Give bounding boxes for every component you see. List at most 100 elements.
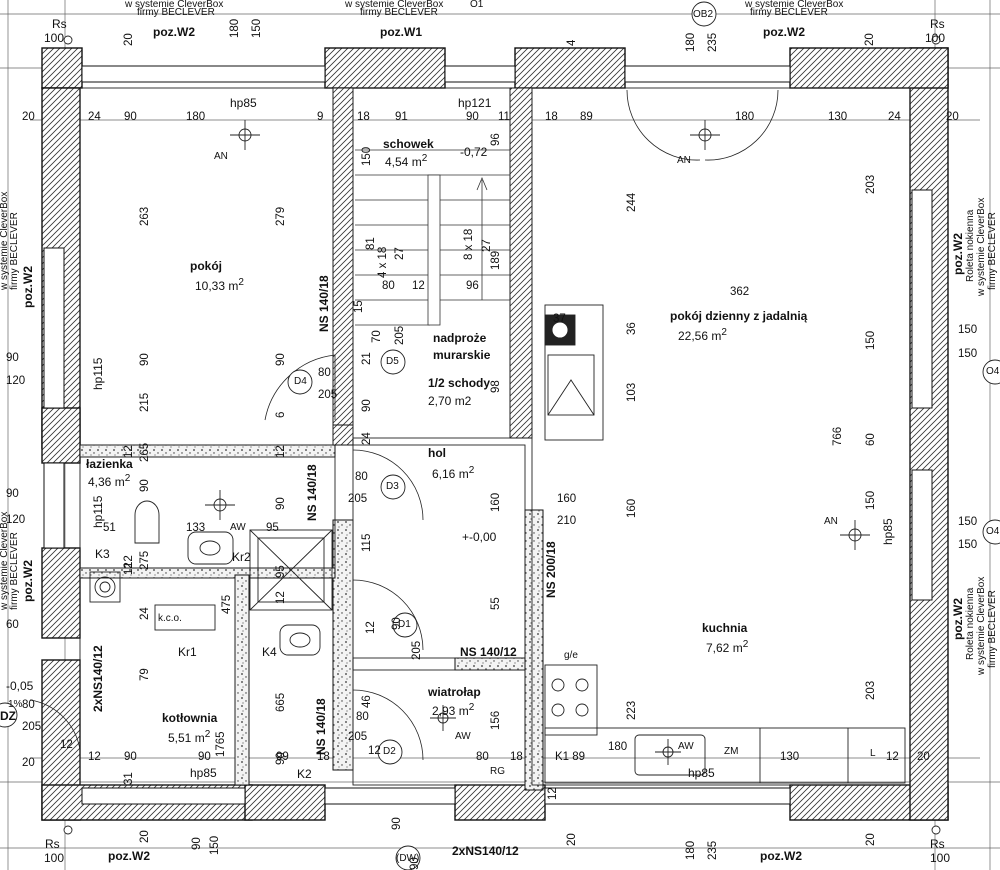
room-area-lazienka: 4,36 m2 xyxy=(88,473,131,489)
dimension: 20 xyxy=(566,833,578,846)
room-area-schody: 2,70 m2 xyxy=(428,394,472,408)
room-area-wiatrolap: 2,93 m2 xyxy=(432,702,475,718)
dimension: 150 xyxy=(865,330,877,350)
dimension: 89 xyxy=(580,111,593,123)
rs-value: 100 xyxy=(44,851,65,865)
dimension: 36 xyxy=(626,322,638,335)
dimension: 80 xyxy=(476,751,489,763)
lintel-label: nadproże xyxy=(433,331,487,345)
rs-marker: Rs xyxy=(45,837,60,851)
header-text: firmy BECLEVER xyxy=(137,7,215,18)
dimension: 12 xyxy=(365,621,377,634)
rs-value: 100 xyxy=(925,31,946,45)
dimension: 80 xyxy=(356,711,369,723)
dimension: 160 xyxy=(557,493,577,505)
rs-marker: Rs xyxy=(930,17,945,31)
dimension: 90 xyxy=(466,111,479,123)
side-text: firmy BECLEVER xyxy=(987,590,998,668)
room-name-schowek: schowek xyxy=(383,137,434,151)
room-area-kuchnia: 7,62 m2 xyxy=(706,639,749,655)
dimension: 130 xyxy=(828,111,848,123)
dimension: 150 xyxy=(958,324,978,336)
light-points xyxy=(205,120,870,765)
rg-label: RG xyxy=(490,766,505,777)
dimension: 130 xyxy=(780,751,800,763)
dimension: 90 xyxy=(139,353,151,366)
window-label: poz.W2 xyxy=(21,266,35,308)
dimension: 90 xyxy=(409,857,421,870)
inner-walls xyxy=(79,87,544,791)
dimension: 60 xyxy=(865,433,877,446)
stairs xyxy=(355,149,510,326)
dimension: 160 xyxy=(490,492,502,512)
dimension: 90 xyxy=(139,479,151,492)
dz-marker: DZ xyxy=(0,709,16,723)
room-area-kotlownia: 5,51 m2 xyxy=(168,729,211,745)
dimension: 12 xyxy=(368,745,381,757)
dimension: 223 xyxy=(626,700,638,720)
dimension: 120 xyxy=(6,375,26,387)
dimension: 766 xyxy=(832,426,844,446)
header-text: firmy BECLEVER xyxy=(360,7,438,18)
dimension: 205 xyxy=(348,731,368,743)
dimension: 180 xyxy=(229,18,241,38)
dimension: 203 xyxy=(865,174,877,194)
dimension: 80 xyxy=(355,471,368,483)
sill-height: hp85 xyxy=(230,96,257,110)
dimension: 18 xyxy=(357,111,370,123)
window-label: poz.W2 xyxy=(108,849,150,863)
header-text: w systemie CleverBox xyxy=(345,0,444,10)
drain-label: Kr2 xyxy=(232,550,251,564)
dimension: 12 xyxy=(886,751,899,763)
dimension: 15 xyxy=(353,300,365,313)
window-label: poz.W1 xyxy=(380,25,422,39)
dimension: 90 xyxy=(198,751,211,763)
dimension: 91 xyxy=(395,111,408,123)
room-lines xyxy=(79,87,911,786)
rs-value: 100 xyxy=(44,31,65,45)
dimension: 1765 xyxy=(215,731,227,757)
sill-height: hp85 xyxy=(881,518,895,545)
dimension: 20 xyxy=(946,111,959,123)
dimension: 12 xyxy=(275,591,287,604)
dimension: 55 xyxy=(490,597,502,610)
sill-height: hp121 xyxy=(458,96,492,110)
lintel-label: murarskie xyxy=(433,348,491,362)
door-label: D4 xyxy=(294,376,307,387)
dimension: 90 xyxy=(391,617,403,630)
dimension: 12 xyxy=(88,751,101,763)
dimension: 24 xyxy=(139,607,151,620)
dimension: 8 x 18 xyxy=(463,228,475,260)
o4-marker: O4 xyxy=(986,366,1000,377)
dimension: 205 xyxy=(348,493,368,505)
dimension: 24 xyxy=(888,111,901,123)
window-label: poz.W2 xyxy=(21,560,35,602)
dimension: 90 xyxy=(124,111,137,123)
rs-marker: Rs xyxy=(52,17,67,31)
room-name-pokoj-dzienny: pokój dzienny z jadalnią xyxy=(670,309,808,323)
room-name-kuchnia: kuchnia xyxy=(702,621,748,635)
dimension: 235 xyxy=(707,32,719,52)
wall-label: NS 140/12 xyxy=(460,645,517,659)
dimension: 81 xyxy=(365,237,377,250)
sill-height: hp115 xyxy=(91,357,105,390)
dimension: 12 xyxy=(123,445,135,458)
zm-label: ZM xyxy=(724,746,739,757)
dimension: 265 xyxy=(139,442,151,462)
dimension: 20 xyxy=(864,33,876,46)
dimension: 9 xyxy=(317,111,324,123)
drain-label: Kr1 xyxy=(178,645,197,659)
k-label: K3 xyxy=(95,547,110,561)
dimension: 150 xyxy=(958,516,978,528)
dimension: 80 xyxy=(22,699,35,711)
room-name-kotlownia: kotłownia xyxy=(162,711,218,725)
dimension: 99 xyxy=(276,751,289,763)
dimension: 95 xyxy=(266,522,279,534)
outer-walls xyxy=(41,47,949,821)
side-text: firmy BECLEVER xyxy=(987,212,998,290)
dimension: 79 xyxy=(139,668,151,681)
room-name-pokoj: pokój xyxy=(190,259,222,273)
dimension: 51 xyxy=(103,522,116,534)
dimension: 205 xyxy=(411,640,423,660)
